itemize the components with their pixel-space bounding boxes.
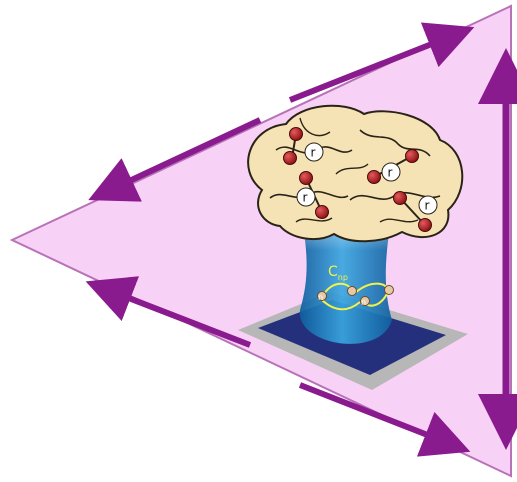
r-label-4: r: [419, 196, 437, 214]
brain-node: [368, 171, 381, 184]
brain-node: [284, 152, 297, 165]
svg-text:r: r: [388, 166, 393, 180]
brain-node: [406, 150, 419, 163]
triangle-background: [12, 6, 511, 476]
r-label-2: r: [297, 188, 315, 206]
brain-node: [300, 172, 313, 185]
brain-node: [419, 219, 432, 232]
micro-node-label: n: [361, 298, 366, 307]
svg-text:r: r: [425, 199, 430, 213]
micro-node: [348, 287, 357, 296]
r-label-1: r: [305, 143, 323, 161]
micro-node-label: n: [318, 293, 323, 302]
micro-node: [385, 286, 394, 295]
brain-node: [290, 128, 303, 141]
brain: r r r r: [248, 106, 462, 242]
r-label-3: r: [382, 163, 400, 181]
brain-node: [316, 206, 329, 219]
svg-text:r: r: [311, 146, 316, 160]
svg-text:r: r: [303, 191, 308, 205]
brain-node: [394, 192, 407, 205]
